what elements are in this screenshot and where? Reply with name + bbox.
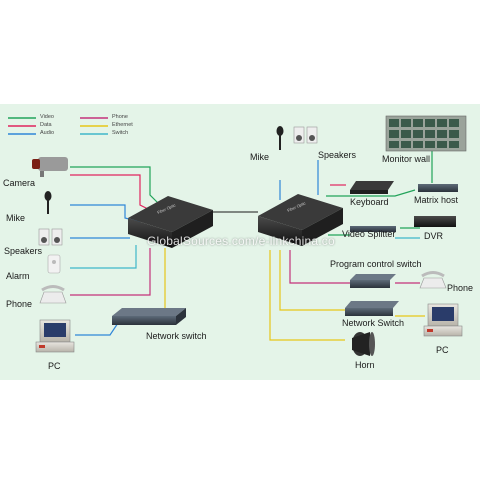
mike-top-icon <box>276 126 284 150</box>
speakers-top-icon <box>293 126 318 144</box>
matrix-host-icon <box>418 184 458 192</box>
right-connections <box>269 150 433 341</box>
speakers-left-icon <box>38 228 63 246</box>
keyboard-icon <box>350 181 394 194</box>
right-receiver: Fiber Optic <box>258 194 343 246</box>
network-switch-right-icon <box>345 301 399 316</box>
pc-left-label: PC <box>48 361 61 371</box>
program-switch-line <box>289 250 350 284</box>
phone-left-label: Phone <box>6 299 33 309</box>
phone-right-icon <box>419 271 447 289</box>
mike-left-label: Mike <box>6 213 26 223</box>
speakers-top-label: Speakers <box>318 150 357 160</box>
watermark-text: GlobalSources.com/e-linkchina.co <box>147 234 335 248</box>
phone-left-line <box>70 248 151 296</box>
left-transmitter: Fiber Optic <box>128 196 213 248</box>
network-switch-left-label: Network switch <box>146 331 207 341</box>
pc-right-label: PC <box>436 345 449 355</box>
matrix-host-label: Matrix host <box>414 195 459 205</box>
legend-video-label: Video <box>40 114 54 120</box>
network-switch-left-icon <box>112 308 186 325</box>
dvr-label: DVR <box>424 231 444 241</box>
horn-label: Horn <box>355 360 375 370</box>
monitor-wall-icon <box>385 115 467 152</box>
horn-line <box>269 250 345 341</box>
legend-ethernet-label: Ethernet <box>112 122 133 128</box>
mike-left-icon <box>44 191 52 214</box>
mike-top-label: Mike <box>250 152 270 162</box>
alarm-icon <box>47 254 61 274</box>
alarm-switch-line <box>70 245 137 269</box>
camera-video-line <box>70 166 166 211</box>
program-control-switch-label: Program control switch <box>330 259 422 269</box>
legend-switch-label: Switch <box>112 130 129 136</box>
alarm-label: Alarm <box>6 271 30 281</box>
camera-icon <box>32 157 68 177</box>
phone-left-icon <box>39 285 67 304</box>
pc-left-icon <box>35 319 75 353</box>
keyboard-label: Keyboard <box>350 197 389 207</box>
network-switch-line <box>279 250 345 311</box>
legend-swatches <box>8 117 108 135</box>
dvr-icon <box>414 216 456 227</box>
network-switch-right-label: Network Switch <box>342 318 405 328</box>
matrix-video-line <box>326 189 416 197</box>
video-splitter-label: Video Splitter <box>342 229 396 239</box>
phone-right-label: Phone <box>447 283 474 293</box>
video-splitter-icon <box>350 226 396 232</box>
legend-audio-label: Audio <box>40 130 55 136</box>
camera-label: Camera <box>3 178 36 188</box>
horn-icon <box>352 332 375 356</box>
program-control-switch-icon <box>350 274 396 288</box>
pc-right-icon <box>423 303 463 337</box>
monitor-wall-label: Monitor wall <box>382 154 431 164</box>
legend-phone-label: Phone <box>112 114 128 120</box>
speakers-left-label: Speakers <box>4 246 43 256</box>
legend-data-label: Data <box>40 122 52 128</box>
